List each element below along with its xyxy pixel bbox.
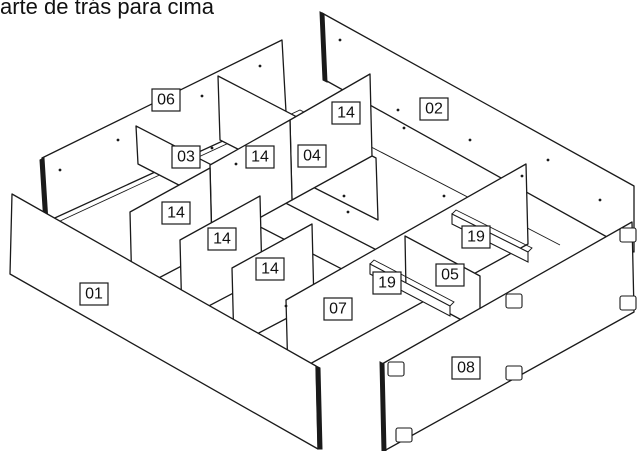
label-03-text: 03 xyxy=(177,149,195,166)
label-08-text: 08 xyxy=(457,360,475,377)
label-04-text: 04 xyxy=(303,148,321,165)
label-14-b: 14 xyxy=(245,145,275,169)
drill-holes xyxy=(58,38,602,308)
label-06-text: 06 xyxy=(157,92,175,109)
bar-19-right-top xyxy=(451,209,533,253)
panel-02-edge xyxy=(319,11,328,83)
instruction-caption: arte de trás para cima xyxy=(0,0,214,19)
label-14-e-text: 14 xyxy=(261,261,279,278)
label-07-text: 07 xyxy=(329,301,347,318)
label-05: 05 xyxy=(435,263,465,287)
label-19-b-text: 19 xyxy=(378,275,396,292)
panel-08-edge xyxy=(379,361,387,451)
label-01-text: 01 xyxy=(85,286,103,303)
label-04: 04 xyxy=(297,144,327,168)
panel-01-edge xyxy=(315,365,323,450)
label-07: 07 xyxy=(323,297,353,321)
label-14-e: 14 xyxy=(255,257,285,281)
label-14-c-text: 14 xyxy=(167,205,185,222)
label-14-a-text: 14 xyxy=(337,105,355,122)
label-19-b: 19 xyxy=(372,271,402,295)
label-14-d-text: 14 xyxy=(213,231,231,248)
label-01: 01 xyxy=(79,282,109,306)
cam-fittings xyxy=(387,227,637,443)
label-19-a-text: 19 xyxy=(467,229,485,246)
label-14-d: 14 xyxy=(207,227,237,251)
label-08: 08 xyxy=(451,356,481,380)
label-14-a: 14 xyxy=(331,101,361,125)
label-03: 03 xyxy=(171,145,201,169)
bar-19-left-top xyxy=(369,259,455,307)
label-02-text: 02 xyxy=(425,101,443,118)
label-14-c: 14 xyxy=(161,201,191,225)
label-05-text: 05 xyxy=(441,267,459,284)
label-14-b-text: 14 xyxy=(251,149,269,166)
label-02: 02 xyxy=(419,97,449,121)
label-19-a: 19 xyxy=(461,225,491,249)
label-06: 06 xyxy=(151,88,181,112)
